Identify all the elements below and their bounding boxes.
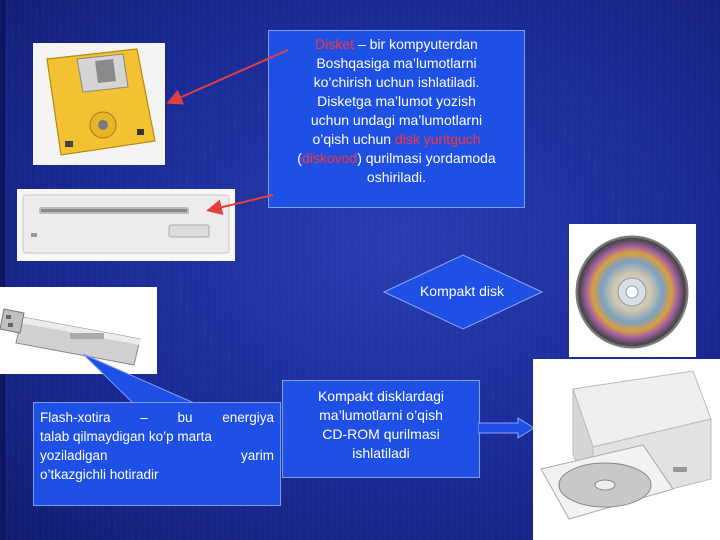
flash-line3-word-2: yarim — [241, 448, 274, 463]
disket-term: Disket — [315, 36, 355, 52]
compact-disc-icon — [575, 235, 689, 349]
diskovod-term: diskovod — [301, 150, 358, 166]
disket-line5: uchun undagi ma’lumotlarni — [310, 112, 483, 128]
flash-word-1: Flash-xotira — [40, 410, 111, 425]
flash-description-box: Flash-xotira – bu energiya talab qilmayd… — [33, 402, 281, 506]
cdrom-line4: ishlatiladi — [352, 445, 410, 461]
flash-callout-pointer — [82, 353, 195, 404]
arrow-to-cdrom — [478, 417, 535, 439]
disket-line1: – bir kompyuterdan — [354, 36, 478, 52]
kompakt-disk-diamond — [382, 254, 544, 330]
cdrom-line2: ma’lumotlarni o’qish — [319, 407, 443, 423]
flash-word-3: bu — [177, 410, 193, 425]
disket-line7-open: ( — [297, 150, 302, 166]
flash-line4: o’tkazgichli hotiradir — [40, 467, 159, 482]
usb-flash-drive-icon — [0, 308, 141, 366]
cd-photo — [569, 224, 696, 357]
floppy-drive-photo — [17, 189, 235, 261]
usb-flash-photo — [0, 287, 157, 374]
floppy-disk-photo — [33, 43, 165, 165]
disk-yuritguch-term: disk yuritguch — [394, 131, 481, 147]
disket-line7: ) qurilmasi yordamoda — [357, 150, 496, 166]
floppy-disk-icon — [46, 48, 156, 156]
disket-line8: oshiriladi. — [366, 169, 427, 185]
cdrom-line1: Kompakt disklardagi — [317, 388, 445, 404]
flash-line3-word-1: yoziladigan — [40, 448, 108, 463]
flash-line2: talab qilmaydigan ko’p marta — [40, 429, 212, 444]
disket-line2: Boshqasiga ma’lumotlarni — [316, 55, 477, 71]
disket-line6: o’qish uchun — [312, 131, 395, 147]
cd-rom-drive-icon — [540, 370, 712, 520]
cdrom-line3: CD-ROM qurilmasi — [322, 426, 440, 442]
disket-description-box: Disket – bir kompyuterdan Boshqasiga ma’… — [268, 30, 525, 208]
disket-line4: Disketga ma’lumot yozish — [317, 93, 476, 109]
floppy-drive-icon — [22, 194, 230, 254]
flash-word-4: energiya — [222, 410, 274, 425]
flash-word-2: – — [140, 410, 148, 425]
cdrom-drive-photo — [533, 359, 720, 540]
kompakt-disk-label: Kompakt disk — [419, 283, 505, 299]
left-edge-bar — [0, 0, 5, 540]
cdrom-description-box: Kompakt disklardagi ma’lumotlarni o’qish… — [282, 380, 480, 478]
disket-line3: ko’chirish uchun ishlatiladi. — [313, 74, 480, 90]
